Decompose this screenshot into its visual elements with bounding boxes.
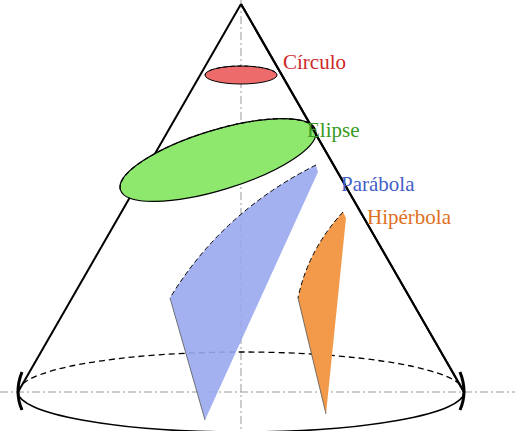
cone-side	[241, 4, 464, 392]
circle-section-back	[205, 66, 277, 75]
circle-label: Círculo	[283, 52, 346, 73]
parabola-section	[170, 165, 318, 420]
parabola-curve	[170, 165, 316, 298]
axis-line	[0, 392, 515, 393]
circle-section	[205, 66, 277, 84]
cone-base-back	[18, 352, 464, 392]
parabola-edge	[170, 298, 205, 420]
hyperbola-curve	[298, 212, 343, 298]
ellipse-section-back	[112, 101, 316, 189]
parabola-label: Parábola	[341, 174, 414, 195]
ellipse-label: Elipse	[307, 120, 360, 141]
hyperbola-edge	[298, 298, 326, 414]
cone-base-front	[18, 392, 464, 431]
hyperbola-label: Hipérbola	[367, 207, 451, 228]
hyperbola-section	[298, 212, 346, 414]
